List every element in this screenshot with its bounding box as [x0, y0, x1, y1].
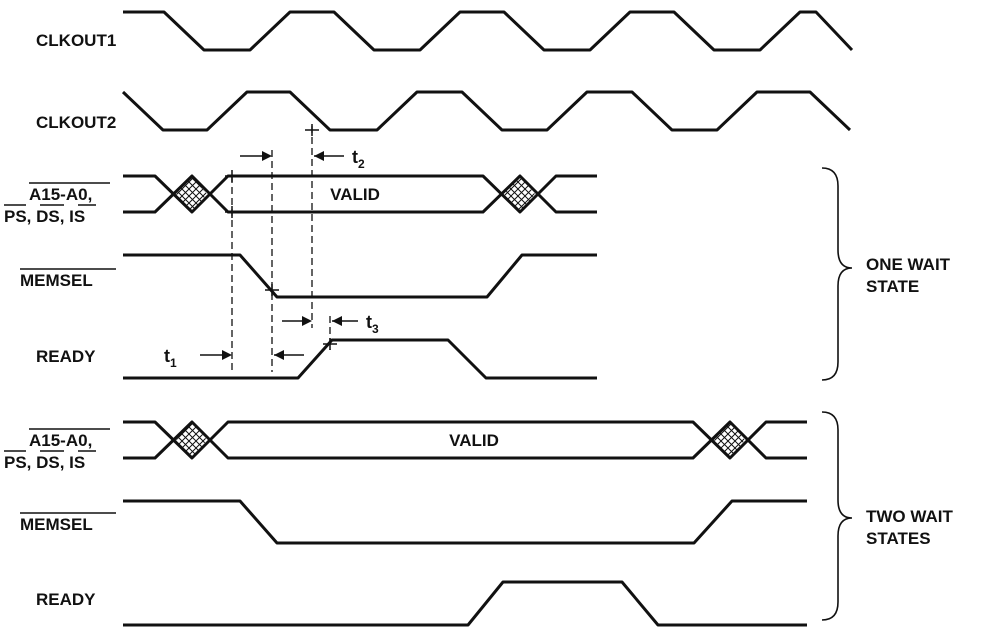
edge-markers — [225, 124, 337, 350]
addr-overbar-two-wait — [4, 428, 110, 452]
t2-label: t2 — [352, 147, 365, 171]
clkout1-waveform — [123, 10, 854, 52]
addr-label-line1-two-wait: A15-A0, — [29, 431, 92, 450]
ready-label-two-wait: READY — [36, 590, 96, 609]
t3-arrows — [282, 316, 358, 326]
memsel-waveform-two-wait — [123, 499, 807, 545]
clkout2-label: CLKOUT2 — [36, 113, 116, 132]
valid-label-one-wait: VALID — [330, 185, 380, 204]
t1-arrows — [200, 350, 304, 360]
clkout2-waveform — [121, 90, 852, 132]
memsel-waveform-one-wait — [123, 253, 597, 299]
address-bus-two-wait — [123, 420, 807, 460]
brace-one-wait — [821, 167, 853, 381]
clkout1-label: CLKOUT1 — [36, 31, 116, 50]
brace-two-wait — [821, 411, 853, 621]
ready-label-one-wait: READY — [36, 347, 96, 366]
memsel-label-one-wait: MEMSEL — [20, 271, 93, 290]
t3-label: t3 — [366, 312, 379, 336]
one-wait-state-label-line1: ONE WAIT — [866, 255, 951, 274]
two-wait-states-label-line2: STATES — [866, 529, 931, 548]
addr-label-line2-one-wait: PS, DS, IS — [4, 207, 85, 226]
valid-label-two-wait: VALID — [449, 431, 499, 450]
one-wait-state-label-line2: STATE — [866, 277, 919, 296]
ready-waveform-two-wait — [123, 580, 807, 627]
memsel-label-two-wait: MEMSEL — [20, 515, 93, 534]
timing-reference-lines — [231, 126, 331, 372]
t2-arrows — [240, 151, 344, 161]
two-wait-states-label-line1: TWO WAIT — [866, 507, 953, 526]
addr-label-line1-one-wait: A15-A0, — [29, 185, 92, 204]
addr-overbar-one-wait — [4, 182, 110, 206]
ready-waveform-one-wait — [123, 338, 597, 380]
t1-label: t1 — [164, 346, 177, 370]
addr-label-line2-two-wait: PS, DS, IS — [4, 453, 85, 472]
address-bus-one-wait — [123, 174, 597, 214]
